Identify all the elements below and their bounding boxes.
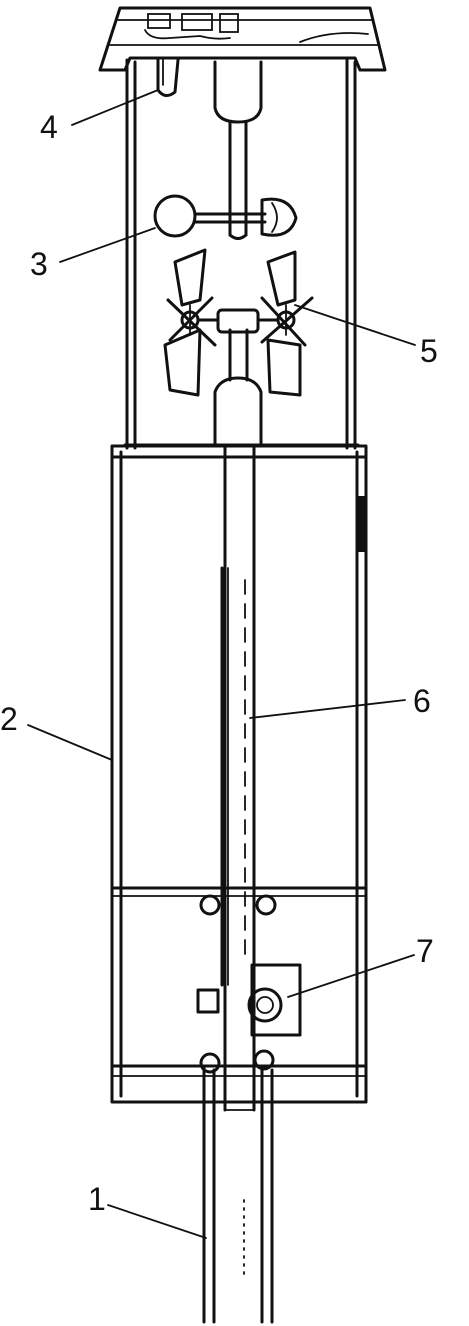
callout-4: 4 xyxy=(40,109,58,145)
leader-lines xyxy=(27,89,416,1239)
callout-1: 1 xyxy=(88,1181,106,1217)
callout-2: 2 xyxy=(0,701,18,737)
callout-6: 6 xyxy=(413,683,431,719)
upper-housing xyxy=(123,58,360,450)
support-pole xyxy=(202,1064,274,1324)
callout-7: 7 xyxy=(416,933,434,969)
central-mast xyxy=(213,60,263,1112)
top-cap xyxy=(98,6,387,72)
top-electronics xyxy=(144,13,369,97)
propeller-assembly xyxy=(163,248,314,397)
internal-cable xyxy=(220,566,246,987)
lower-housing xyxy=(110,444,368,1104)
callout-labels: 4 3 5 2 6 7 1 xyxy=(0,109,438,1217)
callout-5: 5 xyxy=(420,333,438,369)
anemometer xyxy=(153,194,298,238)
connector-box xyxy=(196,963,302,1037)
callout-3: 3 xyxy=(30,246,48,282)
